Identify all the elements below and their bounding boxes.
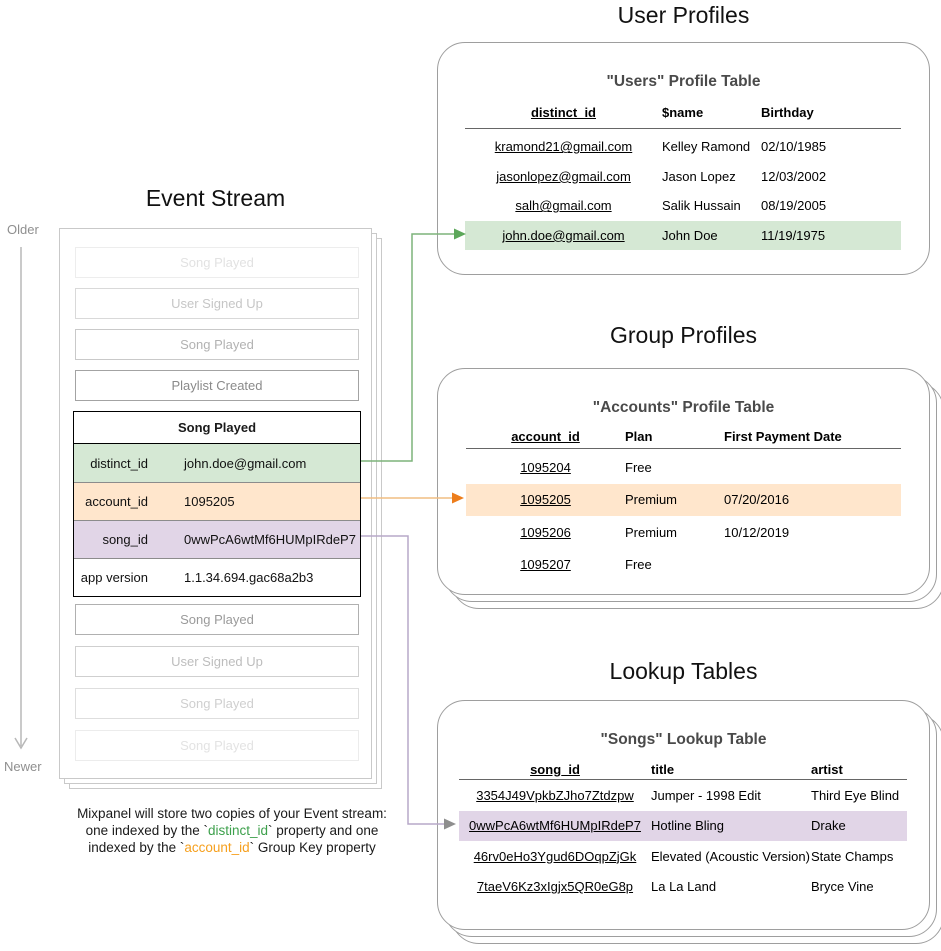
table-row: 46rv0eHo3Ygud6DOqpZjGk Elevated (Acousti… (473, 848, 894, 864)
songs-lookup-card: "Songs" Lookup Table song_id title artis… (437, 700, 930, 930)
lookup-tables-title: Lookup Tables (609, 658, 758, 684)
event-box: User Signed Up (75, 288, 359, 319)
user-profiles-title: User Profiles (617, 2, 750, 28)
table-row-highlighted: 1095205 Premium 07/20/2016 (466, 483, 901, 516)
property-value: 1.1.34.694.gac68a2b3 (184, 570, 314, 585)
property-row-distinct-id: distinct_id john.doe@gmail.com (74, 444, 360, 482)
users-table-title: "Users" Profile Table (606, 73, 761, 90)
event-box: Song Played (75, 688, 359, 719)
column-header: song_id (530, 761, 580, 777)
event-box: Song Played (75, 604, 359, 635)
property-key: account_id (85, 494, 148, 509)
property-value: john.doe@gmail.com (184, 455, 307, 471)
table-row: 1095207 Free (520, 557, 652, 573)
column-header: account_id (511, 428, 580, 444)
property-row-song-id: song_id 0wwPcA6wtMf6HUMpIRdeP7 (74, 520, 360, 558)
column-header: Birthday (761, 104, 814, 120)
expanded-event-header: Song Played (74, 412, 360, 444)
songs-table-title: "Songs" Lookup Table (600, 731, 767, 748)
header-divider (465, 128, 901, 129)
older-label: Older (7, 222, 39, 237)
songs-table-header: song_id title artist (459, 758, 907, 780)
event-label: Song Played (180, 612, 254, 627)
table-row-highlighted: 0wwPcA6wtMf6HUMpIRdeP7 Hotline Bling Dra… (459, 810, 907, 841)
group-profiles-title: Group Profiles (609, 322, 757, 348)
property-key: distinct_id (90, 455, 148, 471)
distinct-id-token: distinct_id (207, 823, 269, 838)
event-box: User Signed Up (75, 646, 359, 677)
event-box: Song Played (75, 247, 359, 278)
column-header: $name (662, 104, 704, 120)
property-row-app-version: app version 1.1.34.694.gac68a2b3 (74, 558, 360, 596)
accounts-table-header: account_id Plan First Payment Date (466, 425, 901, 447)
users-table-header: distinct_id $name Birthday (465, 101, 901, 123)
event-label: Playlist Created (171, 378, 263, 393)
event-label: Song Played (180, 337, 254, 352)
event-label: User Signed Up (171, 296, 263, 311)
column-header: artist (811, 761, 843, 777)
header-divider (459, 779, 907, 780)
expanded-event-card: Song Played distinct_id john.doe@gmail.c… (73, 411, 361, 597)
event-stream-panel: Song Played User Signed Up Song Played P… (59, 228, 372, 779)
column-header: First Payment Date (724, 428, 842, 444)
table-row: 1095206 Premium 10/12/2019 (520, 524, 790, 540)
event-box: Song Played (75, 730, 359, 761)
event-label: User Signed Up (171, 654, 263, 669)
timeline-arrow (14, 247, 28, 750)
table-row-highlighted: john.doe@gmail.com John Doe 11/19/1975 (465, 220, 901, 250)
account-id-token: account_id (184, 840, 250, 855)
event-label: Song Played (180, 738, 254, 753)
header-divider (466, 448, 901, 449)
table-row: 1095204 Free (520, 459, 652, 475)
table-row: salh@gmail.com Salik Hussain 08/19/2005 (515, 198, 827, 214)
caption-line-2: one indexed by the `distinct_id` propert… (85, 823, 379, 838)
table-row: jasonlopez@gmail.com Jason Lopez 12/03/2… (496, 168, 827, 184)
event-stream-title: Event Stream (145, 185, 286, 211)
accounts-profile-card: "Accounts" Profile Table account_id Plan… (437, 368, 930, 595)
column-header: Plan (625, 428, 653, 444)
column-header: distinct_id (530, 104, 596, 120)
event-label: Song Played (180, 255, 254, 270)
event-box: Playlist Created (75, 370, 359, 401)
event-label: Song Played (180, 696, 254, 711)
accounts-table-title: "Accounts" Profile Table (592, 399, 775, 416)
property-value: 1095205 (184, 494, 235, 509)
caption-line-1: Mixpanel will store two copies of your E… (77, 806, 387, 821)
property-row-account-id: account_id 1095205 (74, 482, 360, 520)
footer-caption: Mixpanel will store two copies of your E… (20, 805, 444, 856)
event-box: Song Played (75, 329, 359, 360)
users-profile-card: "Users" Profile Table distinct_id $name … (437, 42, 930, 275)
table-row: 3354J49VpkbZJho7Ztdzpw Jumper - 1998 Edi… (476, 787, 900, 803)
table-row: 7taeV6Kz3xIgjx5QR0eG8p La La Land Bryce … (476, 879, 874, 895)
property-value: 0wwPcA6wtMf6HUMpIRdeP7 (184, 532, 356, 547)
property-key: song_id (102, 532, 148, 547)
newer-label: Newer (4, 759, 42, 774)
property-key: app version (80, 570, 148, 585)
table-row: kramond21@gmail.com Kelley Ramond 02/10/… (494, 139, 827, 155)
caption-line-3: indexed by the `account_id` Group Key pr… (88, 840, 376, 855)
column-header: title (651, 761, 675, 777)
